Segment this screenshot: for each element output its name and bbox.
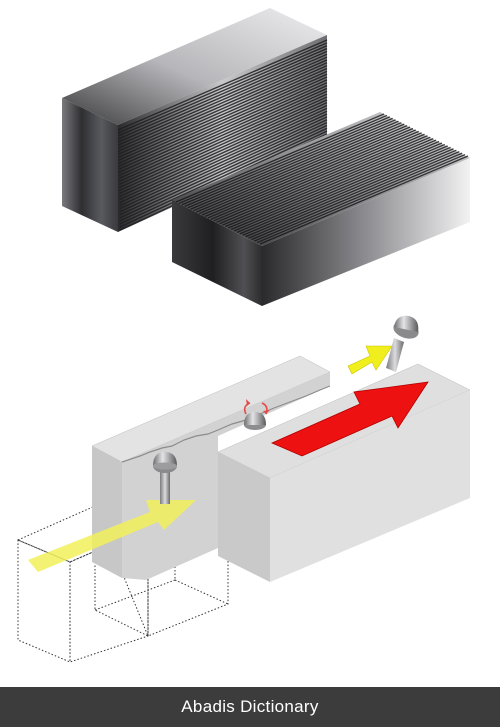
- yellow-arrow-icon: [347, 345, 393, 375]
- caption-bar: Abadis Dictionary: [0, 687, 500, 727]
- serration-lines-left: [117, 39, 328, 231]
- screw-icon: [386, 315, 419, 372]
- serration-lines-right: [175, 113, 469, 245]
- rotation-arrows-icon: [243, 399, 270, 415]
- screw-icon: [244, 412, 266, 430]
- screw-icon: [153, 452, 177, 504]
- red-arrow-icon: [271, 381, 429, 457]
- yellow-arrow-icon: [28, 500, 196, 572]
- caption-text: Abadis Dictionary: [181, 697, 319, 716]
- serrated-block-left: [62, 8, 328, 232]
- mechanical-illustration: [16, 8, 471, 663]
- serrated-block-right: [172, 112, 470, 306]
